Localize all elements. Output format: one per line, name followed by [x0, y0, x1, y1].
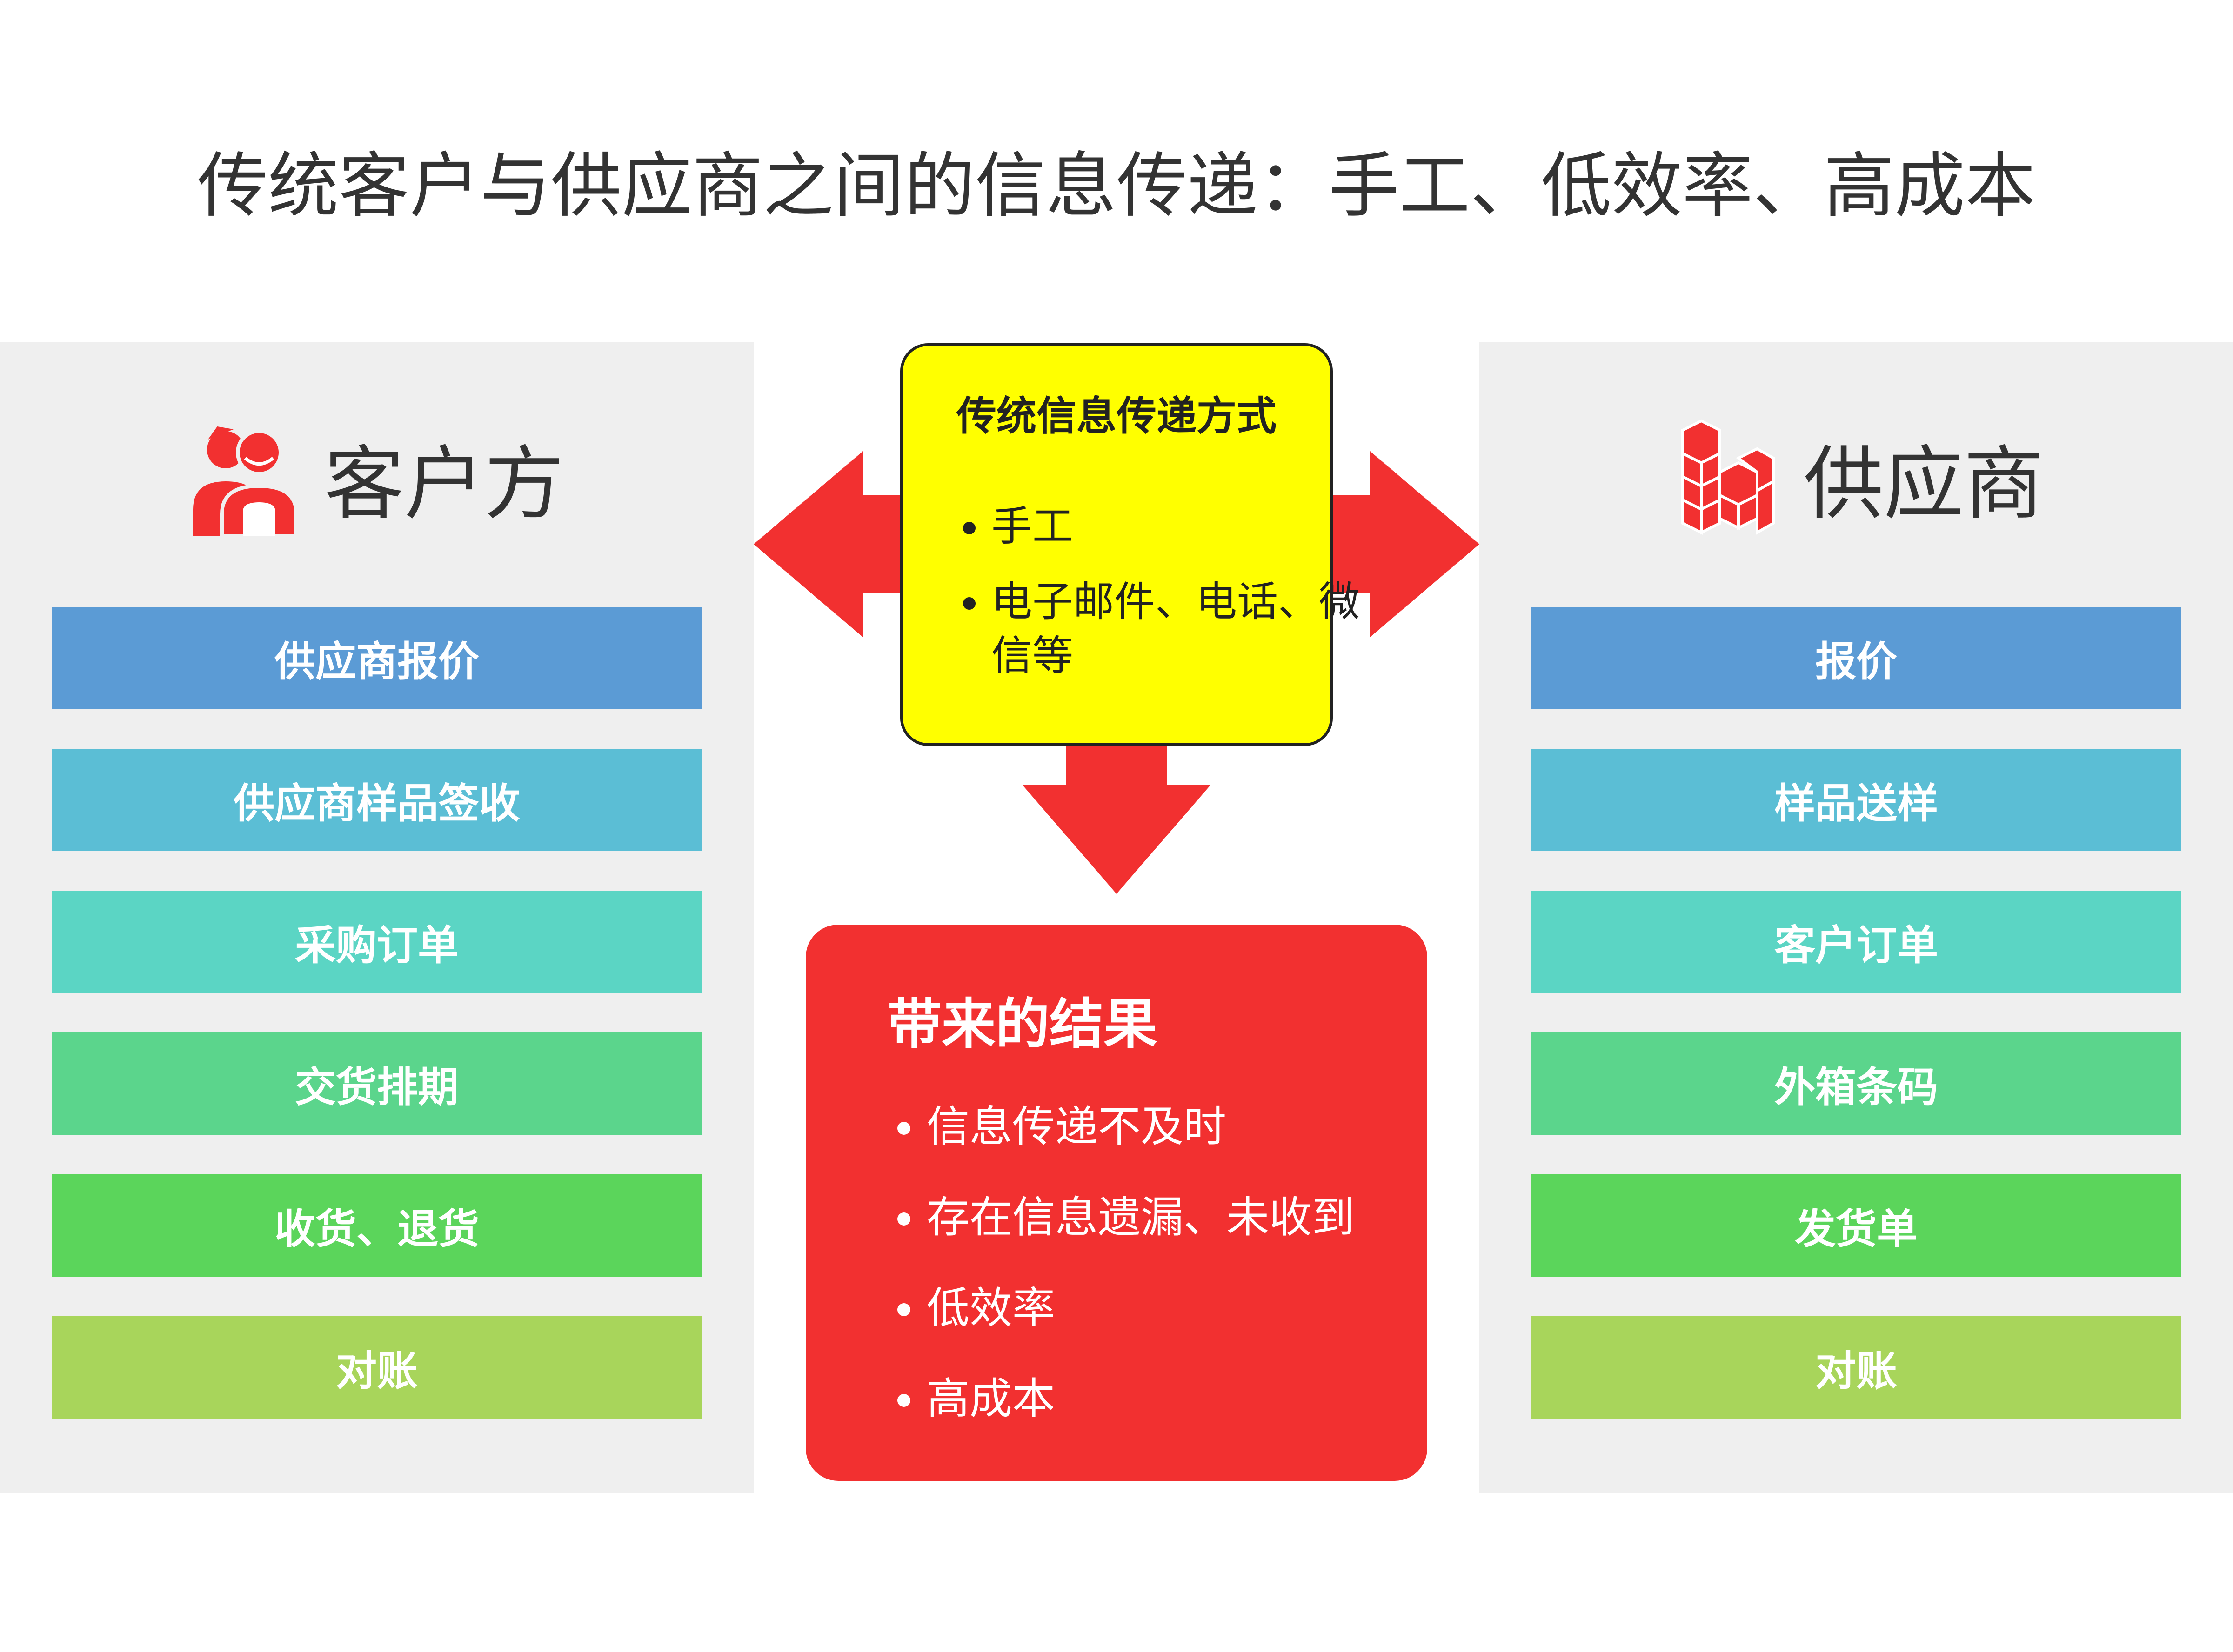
list-item: 存在信息遗漏、未收到: [927, 1190, 1462, 1246]
list-item: 低效率: [927, 1280, 1462, 1336]
list-item: 信息传递不及时: [927, 1099, 1462, 1155]
customer-item-delivery-schedule: 交货排期: [52, 1032, 702, 1135]
list-item: 手工: [991, 500, 1364, 553]
customer-item-reconciliation: 对账: [52, 1316, 702, 1419]
customer-heading: 客户方: [324, 437, 564, 531]
supplier-item-reconciliation: 对账: [1531, 1316, 2181, 1419]
supplier-panel-header: 供应商: [1479, 407, 2233, 546]
results-title: 带来的结果: [888, 993, 1157, 1056]
page-title: 传统客户与供应商之间的信息传递：手工、低效率、高成本: [197, 145, 2036, 227]
people-icon: [193, 426, 296, 537]
traditional-methods-list: 手工 电子邮件、电话、微信等: [949, 500, 1364, 704]
customer-item-sample-receipt: 供应商样品签收: [52, 749, 702, 851]
supplier-item-carton-barcode: 外箱条码: [1531, 1032, 2181, 1135]
customer-panel-header: 客户方: [0, 407, 754, 546]
traditional-methods-box: 传统信息传递方式 手工 电子邮件、电话、微信等: [900, 343, 1360, 746]
right-arrow: [1333, 451, 1479, 637]
left-arrow: [754, 451, 900, 637]
list-item: 电子邮件、电话、微信等: [991, 575, 1364, 683]
supplier-item-customer-order: 客户订单: [1531, 891, 2181, 993]
customer-item-purchase-order: 采购订单: [52, 891, 702, 993]
supplier-item-shipping-note: 发货单: [1531, 1174, 2181, 1277]
results-box: 带来的结果 信息传递不及时 存在信息遗漏、未收到 低效率 高成本: [806, 925, 1427, 1481]
customer-item-supplier-quote: 供应商报价: [52, 607, 702, 709]
list-item: 高成本: [927, 1371, 1462, 1427]
results-list: 信息传递不及时 存在信息遗漏、未收到 低效率 高成本: [862, 1099, 1462, 1462]
supplier-item-quote: 报价: [1531, 607, 2181, 709]
building-blocks-icon: [1681, 419, 1775, 535]
customer-panel: 客户方 供应商报价 供应商样品签收 采购订单 交货排期 收货、退货 对账: [0, 342, 754, 1493]
down-arrow: [1023, 746, 1210, 894]
supplier-panel: 供应商 报价 样品送样 客户订单 外箱条码 发货单 对账: [1479, 342, 2233, 1493]
supplier-item-sample-delivery: 样品送样: [1531, 749, 2181, 851]
customer-item-receiving-returns: 收货、退货: [52, 1174, 702, 1277]
traditional-methods-title: 传统信息传递方式: [956, 393, 1277, 440]
supplier-heading: 供应商: [1804, 437, 2044, 531]
